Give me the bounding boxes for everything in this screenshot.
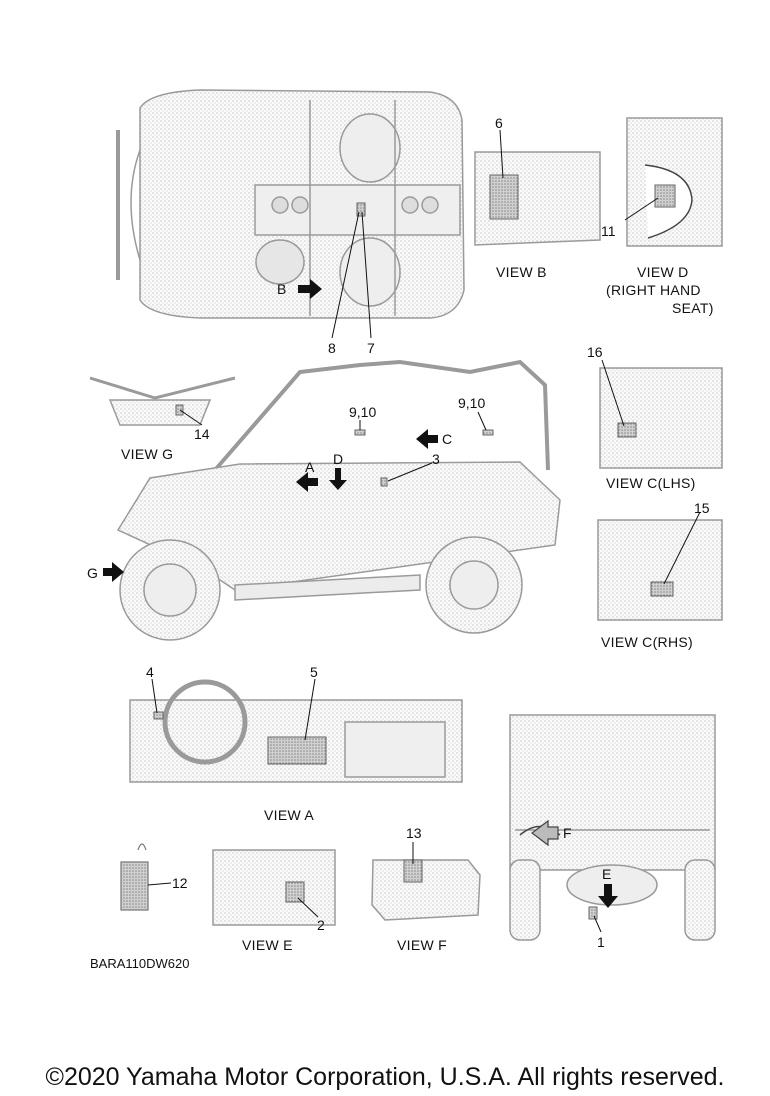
callout-13: 13 xyxy=(406,825,422,841)
view-f-drawing xyxy=(371,859,481,921)
view-b-label: VIEW B xyxy=(496,264,547,280)
arrow-d-letter: D xyxy=(333,451,344,467)
diagram-code: BARA110DW620 xyxy=(90,956,190,971)
callout-2: 2 xyxy=(317,917,325,933)
view-b-drawing xyxy=(474,151,601,246)
view-d-drawing xyxy=(626,117,723,247)
vehicle-rear-view xyxy=(509,714,716,941)
arrow-a-letter: A xyxy=(305,459,315,475)
callout-9-10-rear: 9,10 xyxy=(458,395,486,411)
arrow-c-letter: C xyxy=(442,431,453,447)
view-f-label: VIEW F xyxy=(397,937,448,953)
arrow-b-icon xyxy=(298,279,322,299)
callout-11: 11 xyxy=(601,223,616,239)
arrow-f-icon xyxy=(531,819,559,847)
callout-4: 4 xyxy=(146,664,154,680)
view-e-label: VIEW E xyxy=(242,937,293,953)
view-g-label: VIEW G xyxy=(121,446,174,462)
callout-5: 5 xyxy=(310,664,318,680)
view-d-subtitle-2: SEAT) xyxy=(672,300,714,316)
direction-arrows xyxy=(103,279,618,908)
copyright-notice: ©2020 Yamaha Motor Corporation, U.S.A. A… xyxy=(45,1063,725,1091)
view-c-rhs-drawing xyxy=(597,519,723,621)
callout-6: 6 xyxy=(495,115,503,131)
callout-12: 12 xyxy=(172,875,188,891)
vehicle-top-view xyxy=(116,89,465,319)
arrow-d-icon xyxy=(329,468,347,490)
callout-16: 16 xyxy=(587,344,603,360)
tag-drawing xyxy=(120,843,149,911)
arrow-e-letter: E xyxy=(602,866,612,882)
view-g-drawing xyxy=(89,376,236,426)
view-d-subtitle-1: (RIGHT HAND xyxy=(606,282,701,298)
callout-9-10-front: 9,10 xyxy=(349,404,377,420)
view-c-lhs-label: VIEW C(LHS) xyxy=(606,475,696,491)
callout-8: 8 xyxy=(328,340,336,356)
callout-3: 3 xyxy=(432,451,440,467)
arrow-f-letter: F xyxy=(563,825,572,841)
view-a-drawing xyxy=(129,679,463,783)
arrow-b-letter: B xyxy=(277,281,287,297)
arrow-a-icon xyxy=(296,472,318,492)
arrow-c-icon xyxy=(416,429,438,449)
callout-15: 15 xyxy=(694,500,710,516)
view-c-rhs-label: VIEW C(RHS) xyxy=(601,634,693,650)
view-a-label: VIEW A xyxy=(264,807,315,823)
callout-1: 1 xyxy=(597,934,605,950)
view-c-lhs-drawing xyxy=(599,367,723,469)
arrow-e-icon xyxy=(598,884,618,908)
view-d-label: VIEW D xyxy=(637,264,689,280)
callout-7: 7 xyxy=(367,340,375,356)
view-e-drawing xyxy=(212,849,336,926)
leader-lines xyxy=(147,129,701,933)
callout-14: 14 xyxy=(194,426,210,442)
arrow-g-letter: G xyxy=(87,565,98,581)
arrow-g-icon xyxy=(103,562,124,582)
vehicle-side-view xyxy=(116,359,561,641)
